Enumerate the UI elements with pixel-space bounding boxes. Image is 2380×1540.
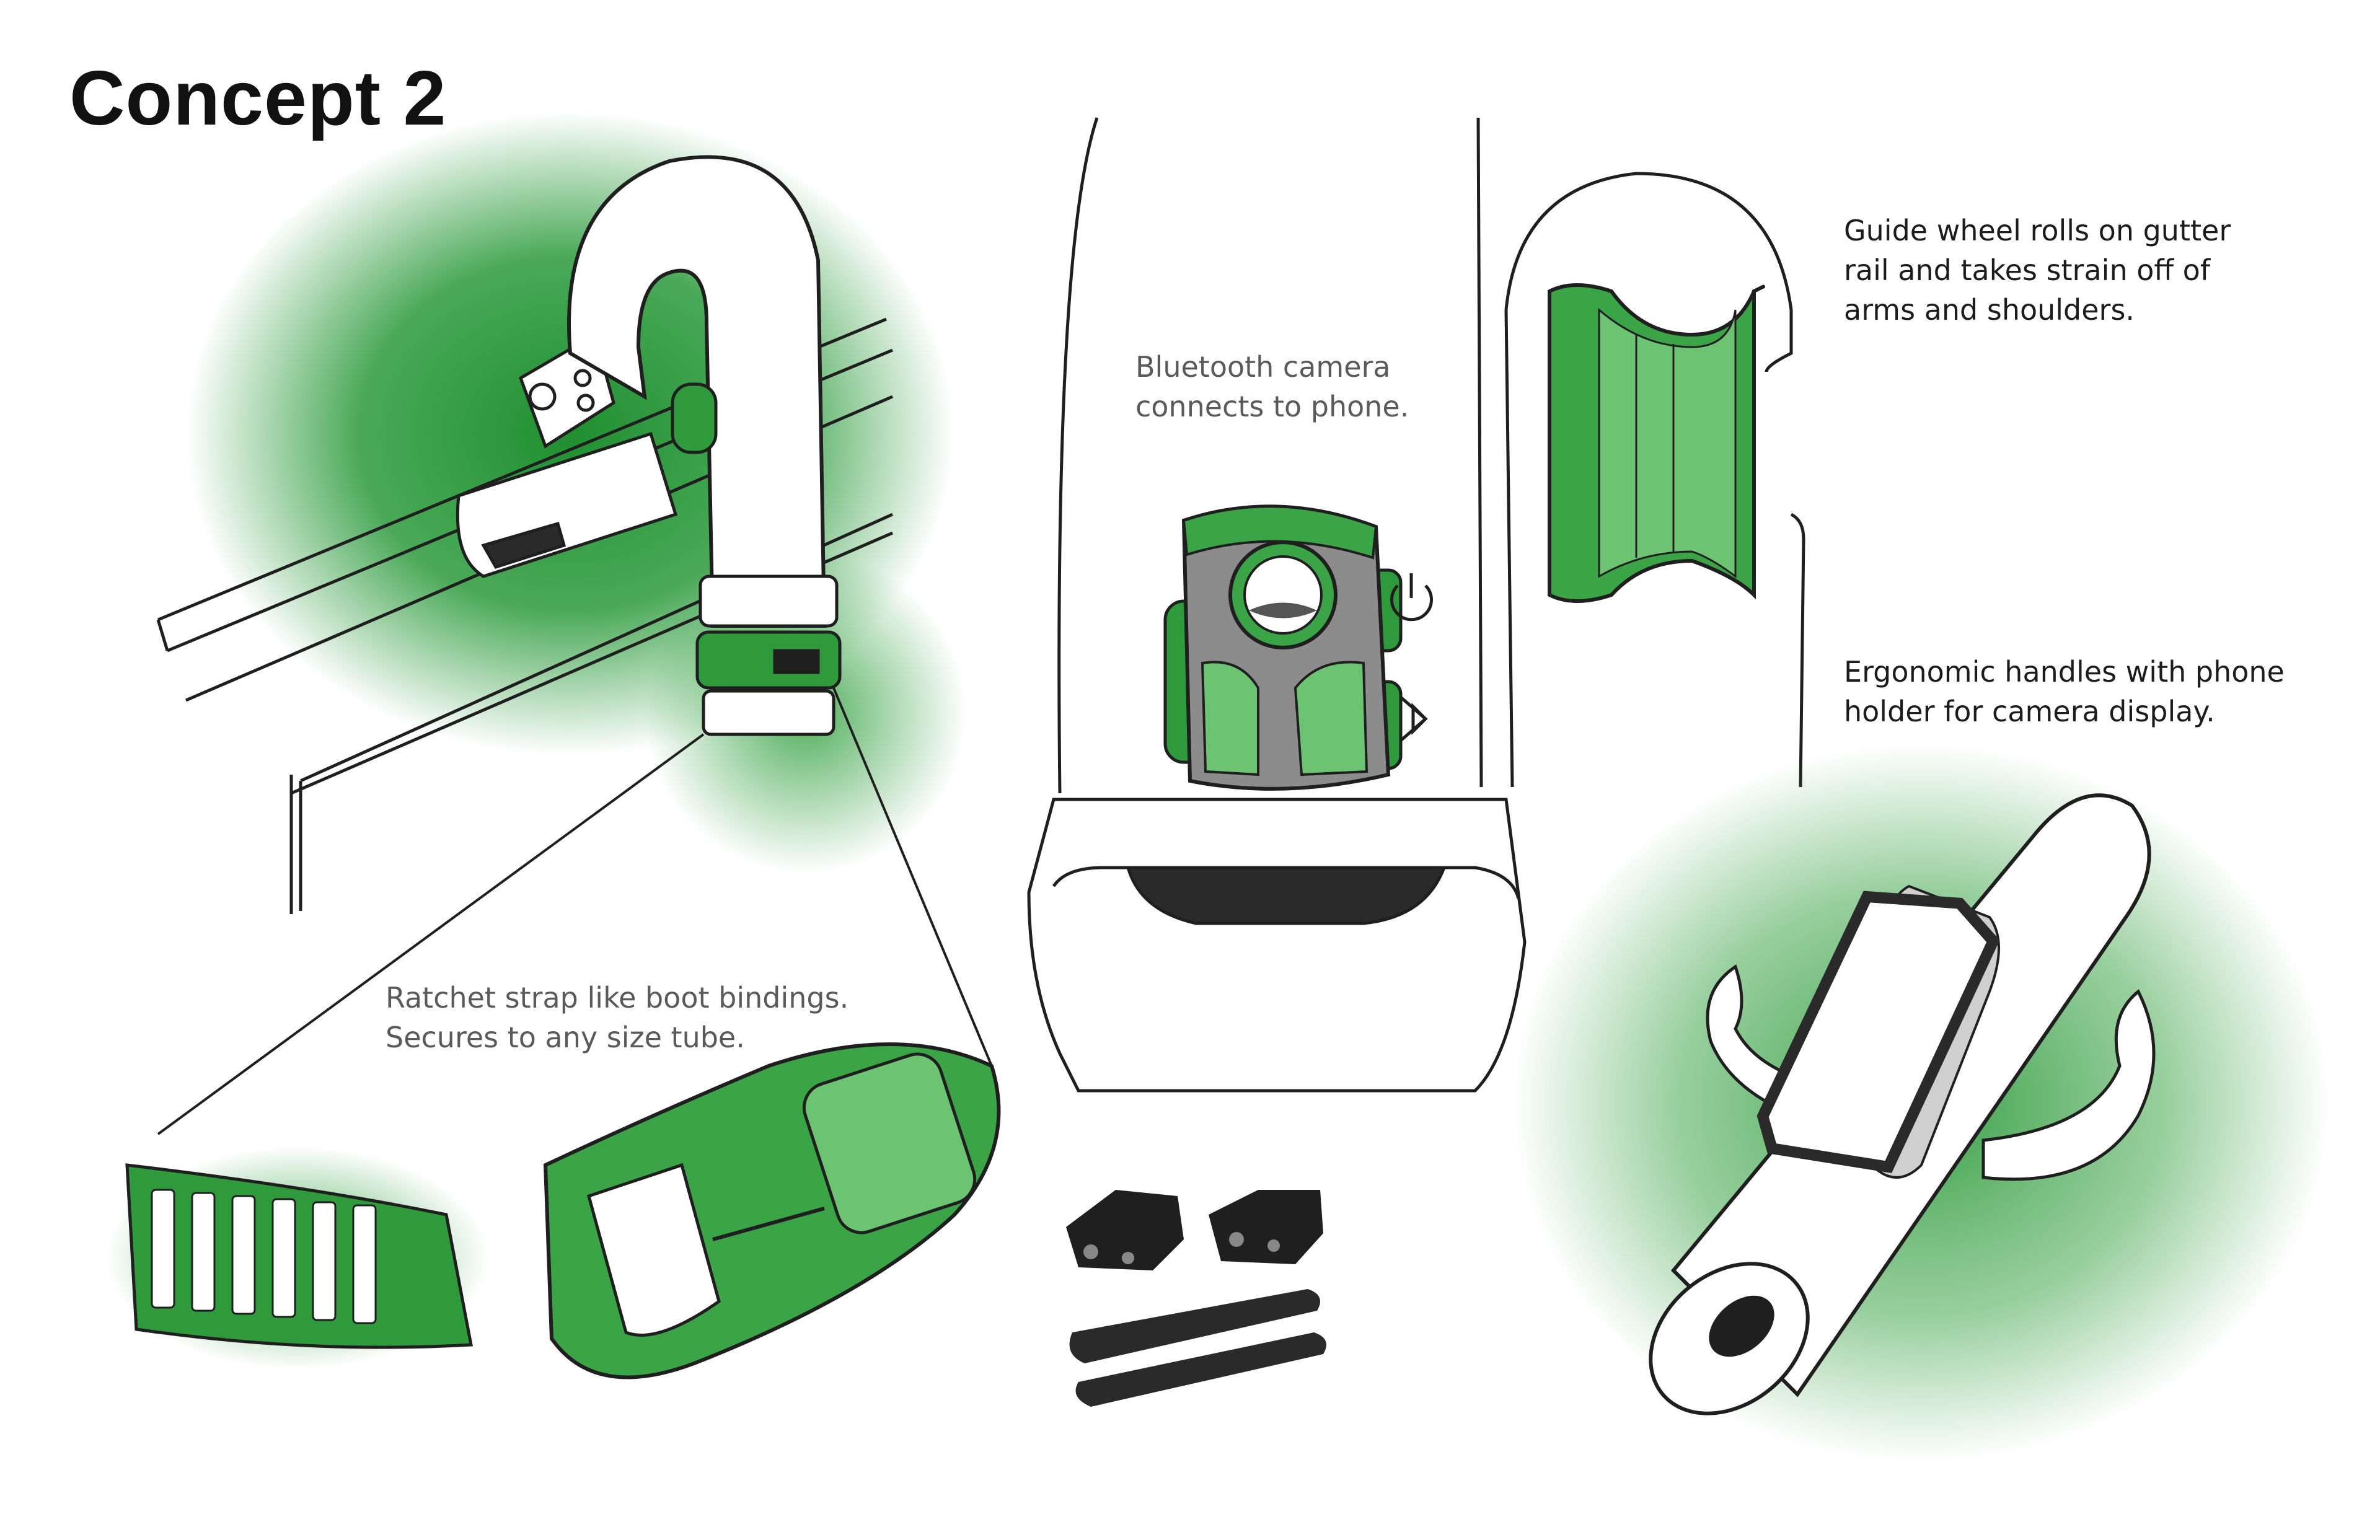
buckle-lever (802, 1052, 977, 1234)
note-line: connects to phone. (1135, 390, 1409, 423)
binding-parts-photo (1066, 1190, 1326, 1407)
right-handle (1981, 989, 2156, 1181)
note-line: Secures to any size tube. (386, 1021, 745, 1054)
camera-housing-sketch (1027, 117, 1527, 1093)
ratchet-band (695, 574, 842, 736)
bluetooth-camera-note: Bluetooth camera connects to phone. (1135, 347, 1409, 426)
ratchet-strap-note: Ratchet strap like boot bindings. Secure… (386, 978, 848, 1057)
note-line: Ergonomic handles with phone (1844, 655, 2285, 689)
wheel-housing (1504, 172, 1793, 788)
side-knob (671, 382, 718, 454)
buckle-pin (712, 1207, 825, 1241)
note-line: holder for camera display. (1844, 695, 2215, 728)
ladder-strap-part (1075, 1332, 1326, 1407)
camera-top-band (1182, 505, 1378, 560)
wheel-inner (1598, 307, 1737, 578)
note-line: arms and shoulders. (1844, 293, 2135, 327)
nozzle (456, 431, 678, 578)
strap-slots (151, 1189, 377, 1324)
housing-base (1027, 798, 1527, 1093)
rail-mount-sketch (156, 112, 993, 1135)
buckle-window (586, 1163, 721, 1337)
page-title: Concept 2 (69, 56, 447, 141)
ratchet-buckle-part (1209, 1190, 1323, 1264)
bluetooth-camera (1163, 504, 1433, 791)
ladder-strap-part (1069, 1289, 1320, 1363)
tube-bore (1709, 1295, 1774, 1357)
note-line: Ratchet strap like boot bindings. (386, 981, 849, 1014)
housing-outline (1476, 117, 1483, 788)
power-icon (1390, 573, 1433, 622)
ratchet-strap-sketch (105, 1042, 1001, 1379)
camera-grip-left (1201, 661, 1259, 777)
note-line: rail and takes strain off of (1844, 253, 2211, 287)
note-line: Guide wheel rolls on gutter (1844, 214, 2231, 247)
camera-lens-glass (1243, 555, 1323, 635)
guide-wheel-sketch (1504, 172, 1805, 788)
callout-lines (157, 687, 993, 1135)
phone (1756, 891, 2000, 1173)
wheel-housing (1790, 513, 1805, 788)
guide-wheel-note: Guide wheel rolls on gutter rail and tak… (1844, 211, 2231, 330)
curved-pipe (567, 155, 827, 628)
handles-note: Ergonomic handles with phone holder for … (1844, 652, 2285, 731)
camera-grip-right (1294, 661, 1368, 777)
camera-lens-strip (1126, 866, 1447, 925)
housing-outline (1057, 117, 1099, 794)
bluetooth-icon (1399, 696, 1428, 742)
note-line: Bluetooth camera (1135, 350, 1391, 384)
handle-phone-holder-sketch (1512, 744, 2330, 1463)
ratchet-buckle-part (1066, 1190, 1184, 1270)
